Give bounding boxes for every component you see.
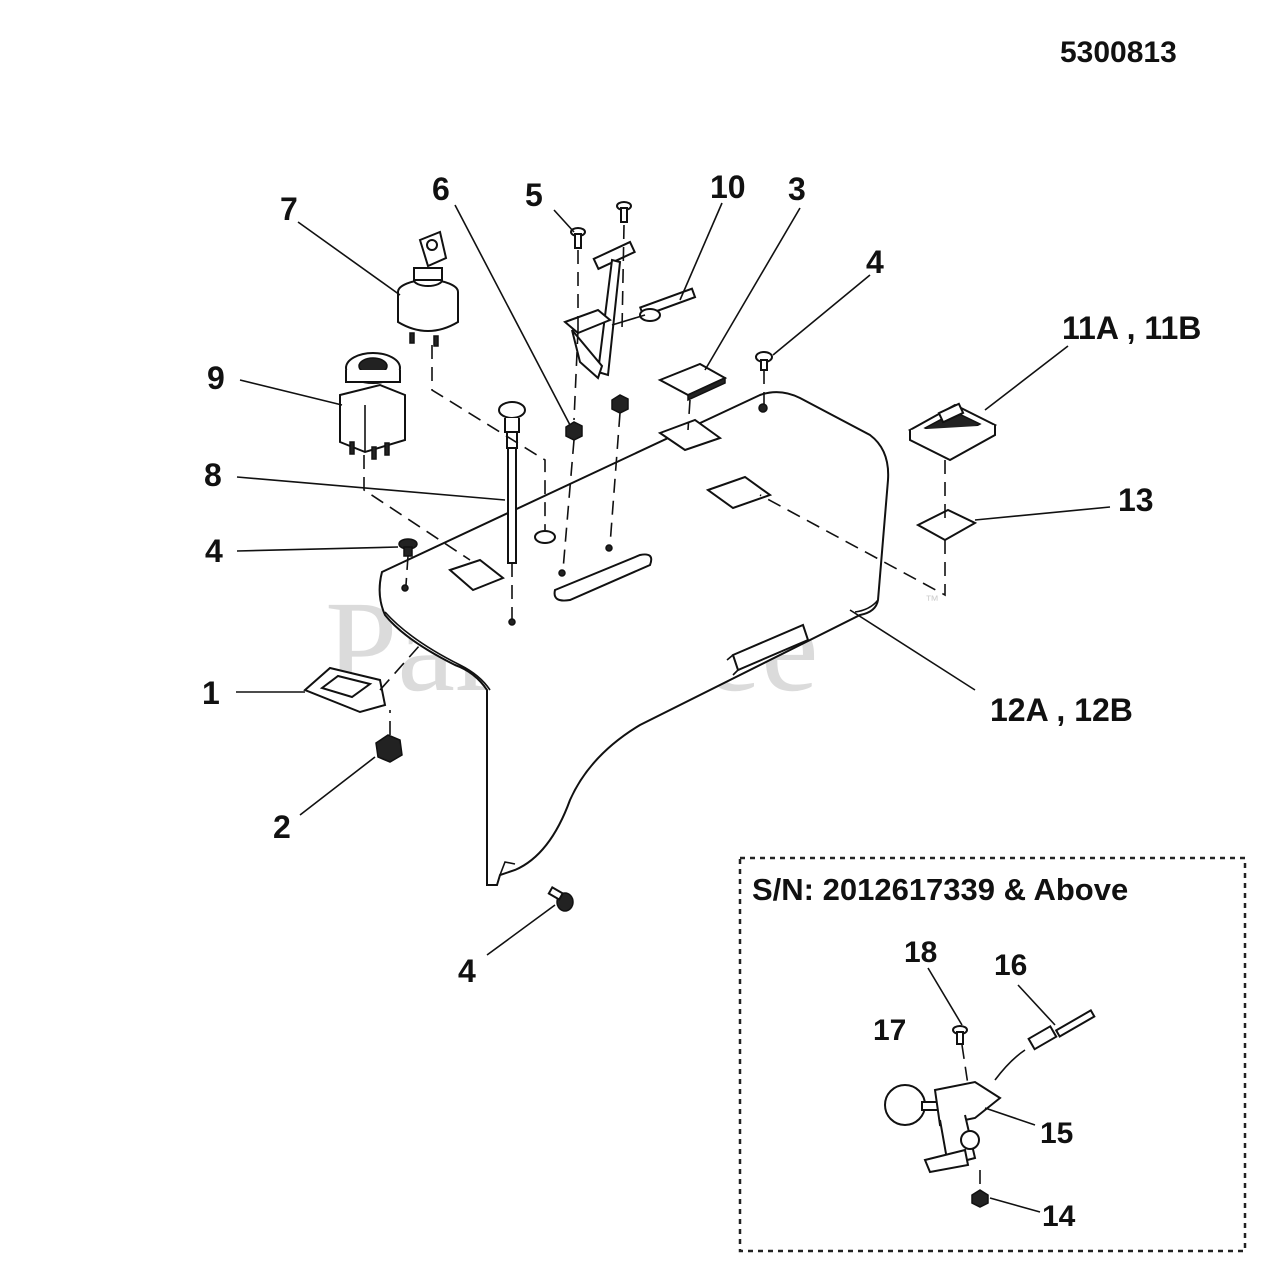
part-4-screw-left [398,538,418,557]
assembly-lines [363,224,946,735]
callout-14: 14 [1042,1200,1076,1233]
inset-title: S/N: 2012617339 & Above [752,872,1128,907]
callout-16: 16 [994,949,1027,982]
inset-throttle-assembly [884,1009,1096,1208]
part-9-pto-switch [339,352,406,460]
dash-panel [378,391,890,886]
callout-18: 18 [904,936,937,969]
callout-9: 9 [207,360,225,396]
callout-6: 6 [432,171,450,207]
document-number: 5300813 [1060,36,1177,69]
part-13-gasket [915,508,978,542]
callout-15: 15 [1040,1117,1073,1150]
part-11-switch [907,402,998,462]
callout-5: 5 [525,177,543,213]
part-4-screw-top [755,351,773,371]
callout-11: 11A , 11B [1062,310,1201,346]
callout-3: 3 [788,171,806,207]
callout-4-bottom: 4 [458,953,476,989]
watermark-trademark: ™ [925,592,939,608]
callout-10: 10 [710,169,746,205]
callout-12: 12A , 12B [990,692,1133,728]
part-10-throttle-lever [563,240,697,380]
callout-8: 8 [204,457,222,493]
callout-13: 13 [1118,482,1154,518]
part-7-ignition-switch [397,230,459,347]
part-1-bezel [303,666,387,714]
leader-lines [236,202,1111,956]
callout-7: 7 [280,191,298,227]
callout-4-left: 4 [205,533,223,569]
part-2-nut [375,734,403,763]
callout-17: 17 [873,1014,906,1047]
callout-1: 1 [202,675,220,711]
part-6-nuts [565,394,629,441]
part-5-screws [570,201,632,249]
inset-serial-range: S/N: 2012617339 & Above [738,856,1247,1253]
part-3-cover [657,362,728,402]
part-4-screw-bottom [547,886,574,912]
callout-2: 2 [273,809,291,845]
callout-4-top: 4 [866,244,884,280]
